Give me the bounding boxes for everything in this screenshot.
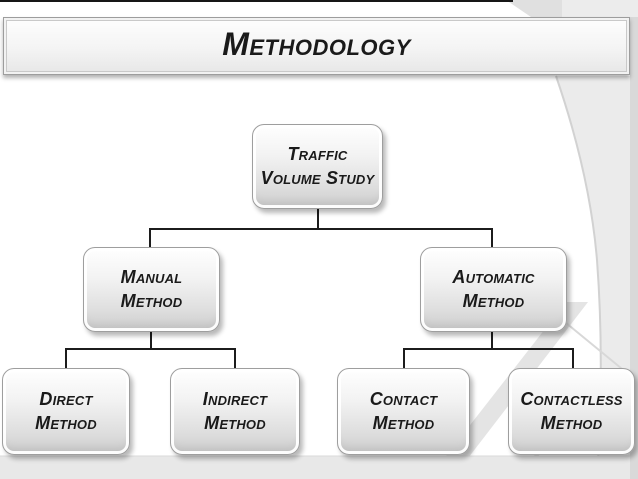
node-indirect-method: Indirect Method — [170, 368, 300, 455]
node-label-traffic-volume-study: Traffic Volume Study — [260, 143, 375, 188]
slide-title: Methodology — [222, 25, 411, 62]
bottom-band — [0, 456, 638, 479]
top-right-accent-light — [562, 0, 638, 17]
connector-root-stem — [317, 209, 319, 229]
node-direct-method: Direct Method — [2, 368, 130, 455]
node-label-contactless-method: Contactless Method — [520, 388, 623, 433]
connector-contactless-in — [572, 349, 574, 368]
slide-title-bar: Methodology — [3, 17, 630, 75]
node-label-indirect-method: Indirect Method — [202, 388, 268, 433]
connector-indirect-in — [234, 349, 236, 368]
connector-manual-in — [149, 228, 151, 247]
node-label-contact-method: Contact Method — [369, 388, 438, 433]
top-border-line — [0, 0, 513, 2]
node-label-direct-method: Direct Method — [35, 388, 97, 433]
node-contactless-method: Contactless Method — [508, 368, 635, 455]
connector-manual-stem — [150, 332, 152, 349]
node-contact-method: Contact Method — [337, 368, 470, 455]
connector-level1-horizontal — [149, 228, 493, 230]
node-traffic-volume-study: Traffic Volume Study — [252, 124, 383, 209]
connector-automatic-horizontal — [403, 348, 574, 350]
node-label-manual-method: Manual Method — [120, 266, 183, 311]
slide-title-bar-inner: Methodology — [6, 20, 627, 72]
node-label-automatic-method: Automatic Method — [452, 266, 535, 311]
connector-contact-in — [403, 349, 405, 368]
connector-direct-in — [65, 349, 67, 368]
node-manual-method: Manual Method — [83, 247, 220, 332]
connector-manual-horizontal — [65, 348, 236, 350]
connector-automatic-in — [491, 228, 493, 247]
node-automatic-method: Automatic Method — [420, 247, 567, 332]
connector-automatic-stem — [491, 332, 493, 349]
right-edge-strip — [630, 0, 638, 479]
